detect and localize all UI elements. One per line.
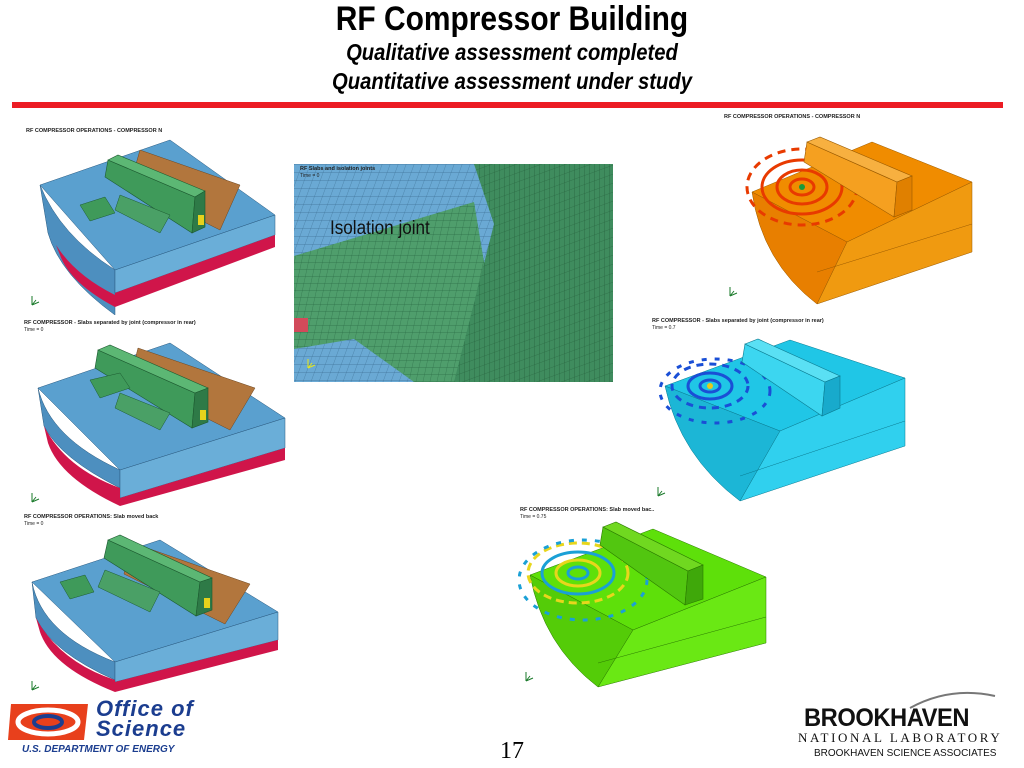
panel-right-mid: RF COMPRESSOR - Slabs separated by joint… <box>650 316 920 506</box>
axis-triad-icon <box>307 359 316 369</box>
axis-triad-icon <box>657 487 666 497</box>
bnl-line-2: NATIONAL LABORATORY <box>798 730 1003 745</box>
panel-left-mid: RF COMPRESSOR - Slabs separated by joint… <box>20 318 290 508</box>
doe-office-of-science-logo: Office of Science U.S. DEPARTMENT OF ENE… <box>6 696 216 760</box>
slide-subtitle-2: Quantitative assessment under study <box>332 68 692 94</box>
doe-line-3: U.S. DEPARTMENT OF ENERGY <box>22 744 175 755</box>
panel-caption: RF COMPRESSOR - Slabs separated by joint… <box>652 318 824 324</box>
mesh-view <box>294 164 613 382</box>
slide-title: RF Compressor Building <box>335 0 689 38</box>
panel-caption: RF COMPRESSOR OPERATIONS: Slab moved bac… <box>520 507 655 513</box>
axis-triad-icon <box>31 296 40 306</box>
panel-time: Time = 0 <box>24 327 44 333</box>
title-block: RF Compressor Building Qualitative asses… <box>0 0 1024 96</box>
axis-triad-icon <box>31 681 40 691</box>
brookhaven-logo: BROOKHAVEN NATIONAL LABORATORY BROOKHAVE… <box>790 690 1016 764</box>
panel-caption: RF Slabs and isolation joints <box>300 166 376 172</box>
brookhaven-swoosh-icon <box>909 691 996 709</box>
accent-bar <box>12 102 1003 108</box>
slide-subtitle-1: Qualitative assessment completed <box>346 39 678 65</box>
stress-contour-rings <box>658 357 772 425</box>
model-left-mid <box>37 342 286 506</box>
doe-line-1: Office of <box>96 696 194 721</box>
axis-triad-icon <box>525 672 534 682</box>
doe-line-2: Science <box>96 716 187 741</box>
panel-right-top: RF COMPRESSOR OPERATIONS - COMPRESSOR N <box>722 112 982 307</box>
panel-time: Time = 0.7 <box>652 325 676 331</box>
panel-mesh: RF Slabs and isolation joints Time = 0 <box>294 164 613 382</box>
model-left-top <box>39 139 276 315</box>
model-right-top <box>745 136 973 305</box>
isolation-joint-label: Isolation joint <box>330 218 430 239</box>
panel-time: Time = 0 <box>24 521 44 527</box>
axis-triad-icon <box>729 287 738 297</box>
model-right-bot <box>518 521 767 688</box>
panel-caption: RF COMPRESSOR OPERATIONS - COMPRESSOR N <box>724 114 861 120</box>
stress-contour-rings <box>518 538 649 622</box>
bnl-line-3: BROOKHAVEN SCIENCE ASSOCIATES <box>814 748 997 759</box>
panel-right-bot: RF COMPRESSOR OPERATIONS: Slab moved bac… <box>518 505 773 690</box>
panel-left-bot: RF COMPRESSOR OPERATIONS: Slab moved bac… <box>20 512 290 697</box>
panel-time: Time = 0 <box>300 173 320 179</box>
panel-caption: RF COMPRESSOR OPERATIONS - COMPRESSOR N <box>26 128 163 134</box>
model-left-bot <box>31 534 279 692</box>
panel-caption: RF COMPRESSOR - Slabs separated by joint… <box>24 320 196 326</box>
bnl-line-1: BROOKHAVEN <box>804 704 970 732</box>
panel-time: Time = 0.75 <box>520 514 547 520</box>
doe-swirl-icon <box>8 704 88 740</box>
page-number: 17 <box>500 738 524 764</box>
panel-caption: RF COMPRESSOR OPERATIONS: Slab moved bac… <box>24 514 159 520</box>
panel-left-top: RF COMPRESSOR OPERATIONS - COMPRESSOR N <box>20 125 290 315</box>
model-right-mid <box>658 338 906 502</box>
axis-triad-icon <box>31 493 40 503</box>
